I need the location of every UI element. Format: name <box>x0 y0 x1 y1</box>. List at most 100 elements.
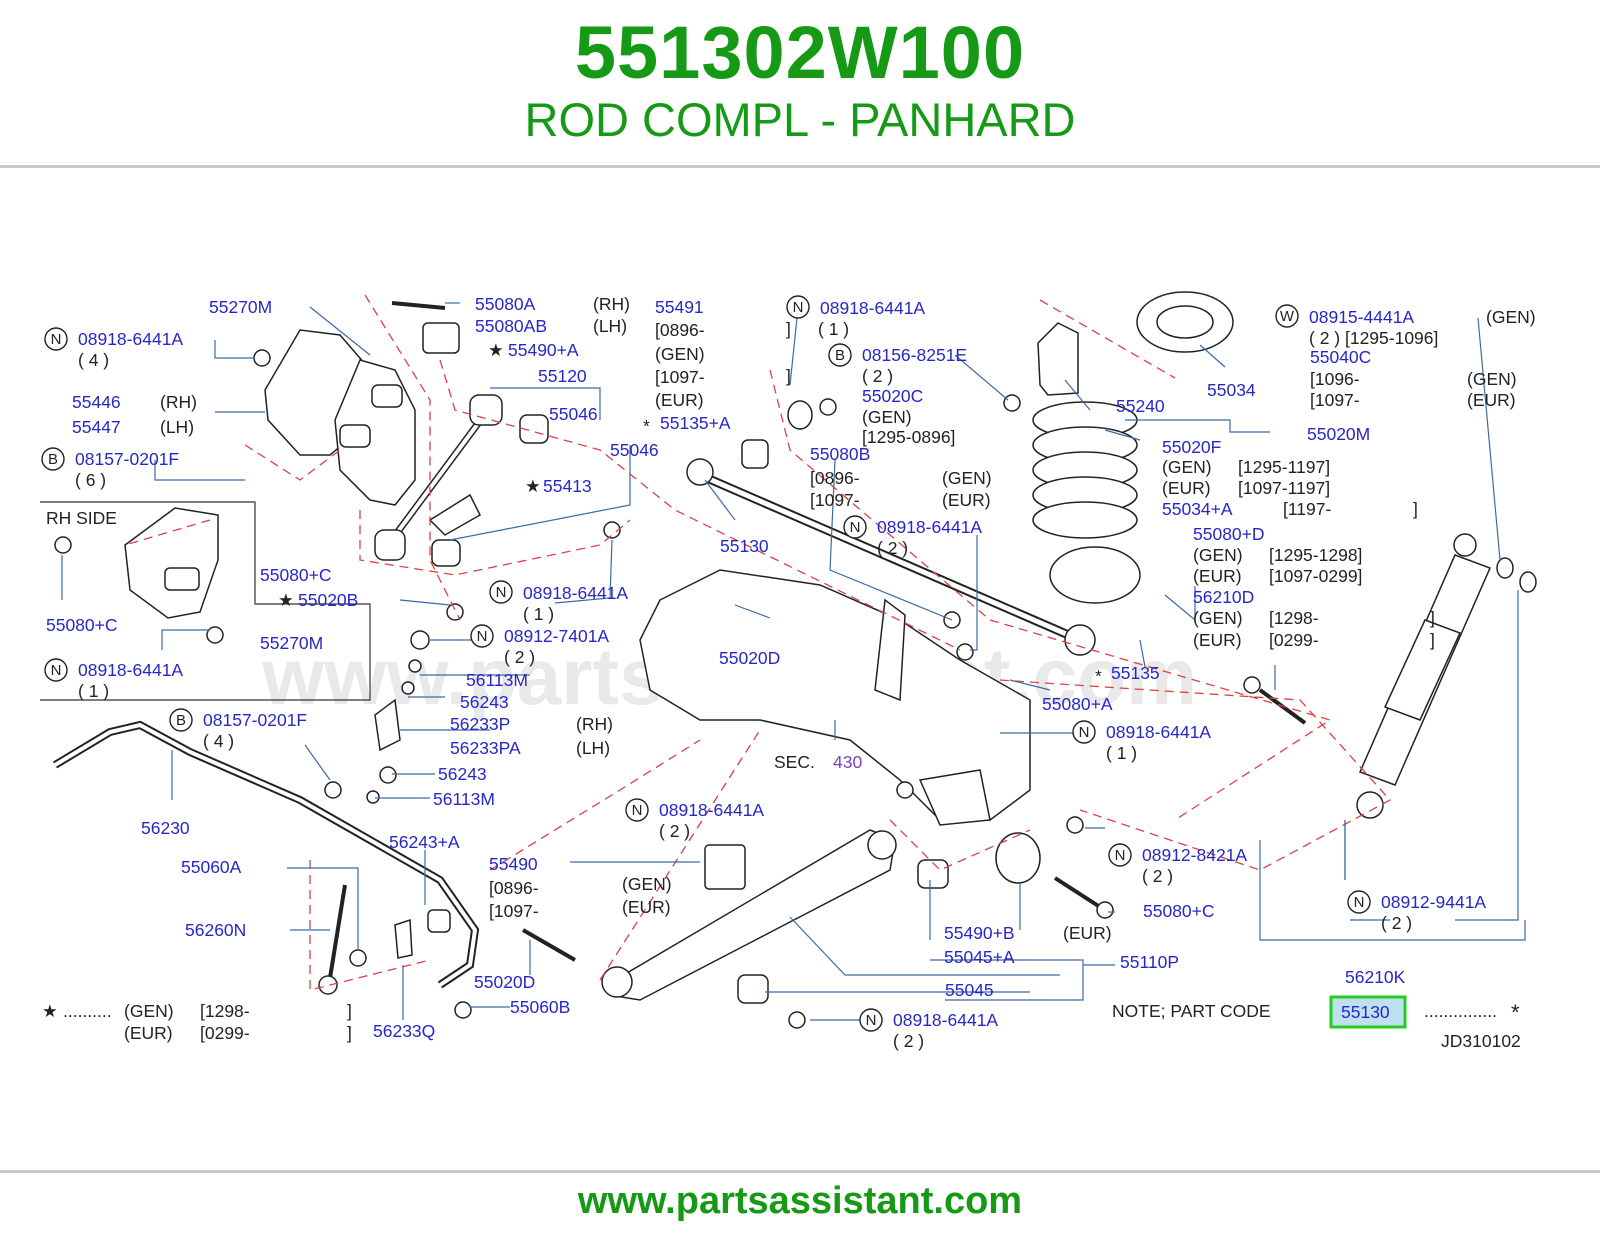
eur-left-55490: (EUR) <box>622 897 671 917</box>
n-badge-9 <box>1108 843 1132 867</box>
part-number-title: 551302W100 <box>574 11 1026 94</box>
header-divider <box>0 165 1600 168</box>
asterisk-55135: * <box>1095 666 1102 686</box>
qty-2-b: ( 2 ) <box>877 538 908 558</box>
label-55080C-1: 55080+C <box>260 565 332 585</box>
label-55040C: 55040C <box>1310 347 1371 367</box>
legend-gen: (GEN) <box>124 1001 174 1021</box>
b-badge-3 <box>169 708 193 732</box>
highlighted-code-55130[interactable]: 55130 <box>1341 1002 1390 1022</box>
n-badge-6 <box>470 624 494 648</box>
legend-star: ★ <box>42 1001 58 1021</box>
label-55130: 55130 <box>720 536 769 556</box>
range-1097-c: [1097- <box>1310 390 1360 410</box>
n-letter-11: N <box>866 1012 877 1029</box>
eur-55040C: (EUR) <box>1467 390 1516 410</box>
qty-2-d: ( 2 ) <box>659 821 690 841</box>
label-08918-6441A-3: 08918-6441A <box>820 298 925 318</box>
label-55135A: 55135+A <box>660 413 731 433</box>
rh-55080A: (RH) <box>593 294 630 314</box>
eur-55080D: (EUR) <box>1193 566 1242 586</box>
stabilizer-bar <box>52 603 480 1019</box>
qty-1-a: ( 1 ) <box>78 681 109 701</box>
label-55034A: 55034+A <box>1162 499 1233 519</box>
qty-2-range-1295-1096: ( 2 ) [1295-1096] <box>1309 328 1438 348</box>
label-08915-4441A: 08915-4441A <box>1309 307 1414 327</box>
w-letter: W <box>1280 308 1295 325</box>
label-56233Q: 56233Q <box>373 1021 435 1041</box>
label-55080AB: 55080AB <box>475 316 547 336</box>
differential-axle-housing <box>639 569 1031 826</box>
range-1097-1197: [1097-1197] <box>1238 478 1330 498</box>
label-08912-7401A: 08912-7401A <box>504 626 609 646</box>
label-55060B: 55060B <box>510 997 570 1017</box>
qty-4-b: ( 4 ) <box>203 731 234 751</box>
label-55020D-2: 55020D <box>474 972 535 992</box>
range-1097-b: [1097- <box>810 490 860 510</box>
note-star: * <box>1511 1000 1520 1025</box>
label-08157-0201F-2: 08157-0201F <box>203 710 307 730</box>
bracket-7: ] <box>1430 630 1435 650</box>
label-55080A-plus: 55080+A <box>1042 694 1113 714</box>
label-55020D-1: 55020D <box>719 648 780 668</box>
bracket-4: ] <box>786 366 791 386</box>
b-badge-1 <box>41 447 65 471</box>
label-55490A: 55490+A <box>508 340 579 360</box>
label-55135: 55135 <box>1111 663 1160 683</box>
label-08918-6441A-6: 08918-6441A <box>1106 722 1211 742</box>
n-letter-6: N <box>477 628 488 645</box>
lh-56233PA: (LH) <box>576 738 610 758</box>
star-55020B: ★ <box>278 590 294 610</box>
footer-website-link[interactable]: www.partsassistant.com <box>577 1180 1023 1222</box>
label-56210D: 56210D <box>1193 587 1254 607</box>
gen-55080D: (GEN) <box>1193 545 1243 565</box>
eur-55020F: (EUR) <box>1162 478 1211 498</box>
label-56243-1: 56243 <box>460 692 509 712</box>
b-letter-2: B <box>835 347 845 364</box>
coil-spring <box>1003 291 1234 604</box>
part-name-subtitle: ROD COMPL - PANHARD <box>524 93 1076 146</box>
label-08157-0201F-1: 08157-0201F <box>75 449 179 469</box>
eur-55080B: (EUR) <box>942 490 991 510</box>
label-55060A: 55060A <box>181 857 242 877</box>
gen-55020F: (GEN) <box>1162 457 1212 477</box>
n-badge-1 <box>44 327 68 351</box>
range-1197: [1197- <box>1283 499 1331 519</box>
n-badge-5 <box>489 580 513 604</box>
dashed-assembly-lines <box>124 294 1392 991</box>
label-56113M-2: 56113M <box>433 789 495 809</box>
lower-link <box>522 816 1114 1029</box>
label-55490: 55490 <box>489 854 538 874</box>
label-55240: 55240 <box>1116 396 1165 416</box>
range-0896-c: [0896- <box>489 878 539 898</box>
star-55490A: ★ <box>488 340 504 360</box>
eur-55490B: (EUR) <box>1063 923 1112 943</box>
label-08918-6441A-2: 08918-6441A <box>78 660 183 680</box>
lh-55447: (LH) <box>160 417 194 437</box>
label-55080A: 55080A <box>475 294 536 314</box>
lh-55080AB: (LH) <box>593 316 627 336</box>
range-0896-b: [0896- <box>810 468 860 488</box>
gen-left-55490: (GEN) <box>622 874 672 894</box>
range-1295-0896: [1295-0896] <box>862 427 955 447</box>
n-letter-1: N <box>51 331 62 348</box>
qty-2-a: ( 2 ) <box>862 366 893 386</box>
n-letter-7: N <box>1079 724 1090 741</box>
label-55270M-top: 55270M <box>209 297 272 317</box>
label-08918-6441A-7: 08918-6441A <box>659 800 764 820</box>
highlighted-code-box[interactable] <box>1329 995 1407 1029</box>
label-56260N: 56260N <box>185 920 246 940</box>
range-1097-d: [1097- <box>489 901 539 921</box>
gen-55020C: (GEN) <box>862 407 912 427</box>
rh-side-bracket <box>54 507 224 644</box>
qty-4-a: ( 4 ) <box>78 350 109 370</box>
label-56210K: 56210K <box>1345 967 1406 987</box>
legend-bracket-1: ] <box>347 1001 352 1021</box>
n-badge-8 <box>625 798 649 822</box>
asterisk-55135A: * <box>643 416 650 436</box>
legend-gen-range: [1298- <box>200 1001 250 1021</box>
footer-divider <box>0 1170 1600 1173</box>
label-55080C-2: 55080+C <box>46 615 118 635</box>
label-55020M: 55020M <box>1307 424 1370 444</box>
